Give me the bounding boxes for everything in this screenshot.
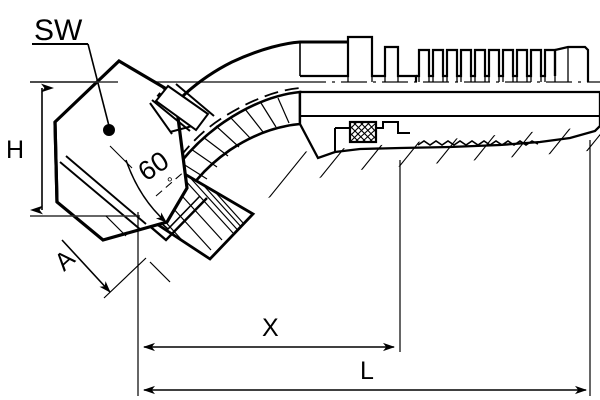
a-dimension <box>61 215 171 299</box>
h-dimension <box>30 81 140 217</box>
x-dimension <box>137 160 401 396</box>
o-ring-seal <box>348 120 378 144</box>
angle-dimension <box>109 145 187 223</box>
sw-callout <box>32 43 115 136</box>
sw-callout-dot <box>103 124 115 136</box>
barb-section-ticks <box>347 37 556 82</box>
h-label: H <box>6 136 24 164</box>
l-dimension <box>143 140 591 396</box>
l-label: L <box>360 357 374 385</box>
seal-groove-step <box>334 121 410 152</box>
x-label: X <box>262 314 279 342</box>
a-label: A <box>49 244 80 276</box>
fitting-body-lower-profile <box>298 90 600 160</box>
nut-elbow-connector <box>154 84 210 132</box>
barb-underside-serrations <box>417 140 539 146</box>
sw-label: SW <box>34 14 83 47</box>
